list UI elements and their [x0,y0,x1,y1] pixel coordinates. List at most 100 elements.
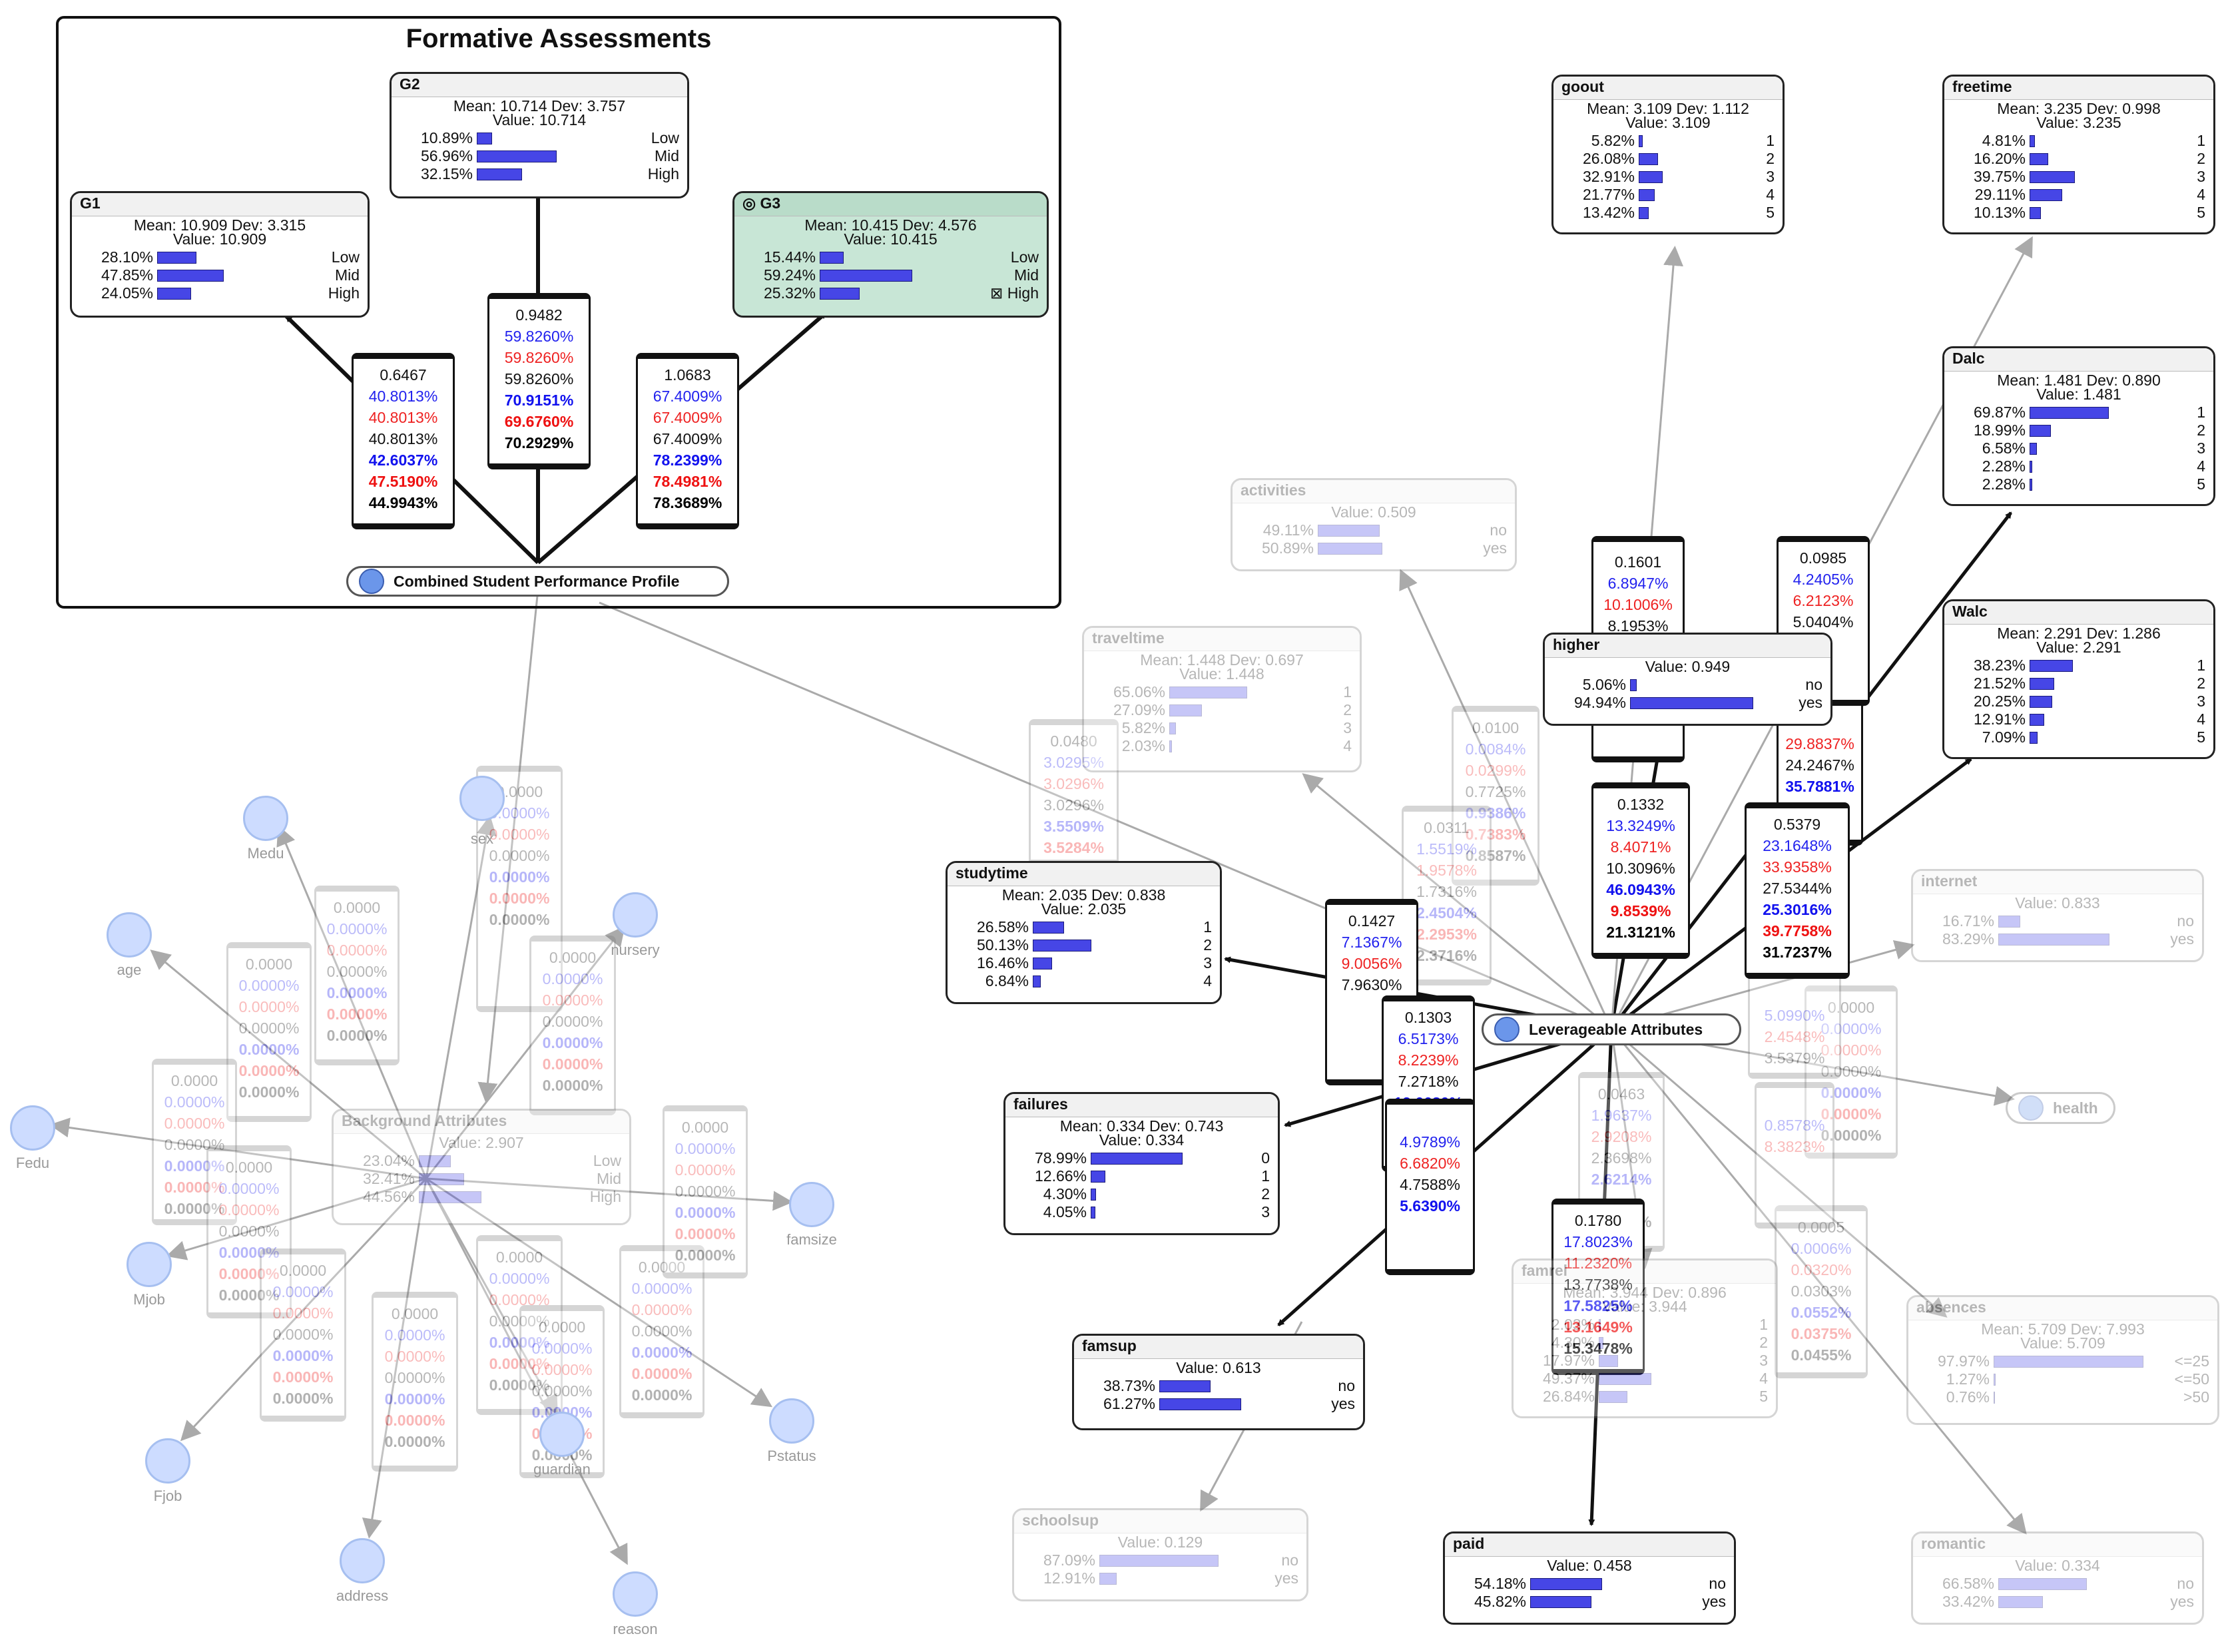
state-bar-track [1639,206,1711,220]
state-percent: 27.09% [1113,701,1165,718]
state-label: 5 [1759,1388,1768,1405]
state-label: no [1709,1575,1726,1592]
state-label: 1 [1261,1167,1270,1185]
metric-box-hl2: 0.8578%8.3823% [1755,1082,1834,1229]
state-bar [2030,731,2038,744]
metric-value: 0.8587% [1465,847,1526,864]
metric-value: 0.0000% [326,984,388,1001]
state-bar-track [1159,1397,1291,1412]
hub-node-icon [1494,1017,1520,1042]
metric-value: 59.8260% [504,328,574,345]
state-bar [1099,1554,1219,1567]
state-label: 4 [2197,186,2205,203]
state-bar [419,1191,481,1203]
state-row: 2.03%1 [1514,1316,1776,1334]
state-bar [820,287,860,300]
metric-value: 0.0000% [272,1347,334,1364]
metric-value: 0.0000% [164,1200,225,1217]
state-label: 3 [1766,168,1775,185]
metric-value: 0.0000% [272,1304,334,1322]
state-bar-track [1630,678,1759,692]
metric-value: 0.0000% [272,1390,334,1407]
bg-node-fedu[interactable] [10,1105,55,1151]
state-bar [1599,1336,1603,1349]
state-label: 4 [1203,972,1212,989]
node-title-text: G3 [760,194,781,212]
state-percent: 94.94% [1573,694,1626,711]
metric-value: 0.0000% [489,890,550,907]
state-percent: 47.85% [101,266,153,284]
state-bar [1033,921,1064,934]
bg-node-sex[interactable] [459,776,505,821]
state-row: 21.77%4 [1553,186,1783,204]
metric-value: 6.8947% [1607,575,1669,592]
state-percent: 44.56% [362,1188,415,1205]
metric-value: 29.8837% [1785,735,1854,752]
state-bar [1091,1170,1106,1183]
state-bar [477,150,557,162]
node-stat-mean: Mean: 10.415 Dev: 4.576 [804,216,977,234]
metric-value: 67.4009% [653,409,722,426]
hub-combined[interactable]: Combined Student Performance Profile [346,566,729,597]
bg-node-address[interactable] [340,1538,385,1583]
state-row: 0.76%>50 [1908,1388,2217,1406]
metric-value: 27.5344% [1763,880,1832,897]
state-bar-track [2030,170,2141,184]
state-bar [1159,1380,1211,1392]
state-bar-track [820,250,975,265]
bg-node-mjob[interactable] [127,1242,172,1287]
hub-label: health [2053,1099,2098,1117]
state-bar [820,269,913,282]
state-bar [1994,1391,1995,1404]
metric-value: 1.0683 [664,366,711,384]
bg-node-famsize[interactable] [789,1182,834,1227]
state-bar-track [157,268,296,283]
state-label: no [2177,912,2194,930]
bg-node-nursery[interactable] [613,892,658,938]
node-title-text: paid [1453,1535,1485,1552]
node-stat-mean: Mean: 3.944 Dev: 0.896 [1563,1284,1727,1301]
bg-node-age[interactable] [107,912,152,958]
bg-node-pstatus[interactable] [769,1398,814,1444]
state-bar-track [477,167,615,182]
node-title: Background Attributes [334,1111,629,1134]
metric-value: 0.0000% [675,1246,736,1264]
state-percent: 56.96% [420,147,473,164]
bg-node-fjob[interactable] [145,1438,190,1484]
bg-node-reason[interactable] [613,1571,658,1617]
state-bar [2030,152,2048,165]
bg-node-guardian[interactable] [539,1412,585,1457]
state-label: 4 [2197,457,2205,475]
state-row: 12.66%1 [1005,1167,1278,1185]
metric-value: 0.0000% [542,1055,603,1073]
bg-node-medu[interactable] [243,796,288,841]
hub-health[interactable]: health [2006,1092,2115,1124]
metric-value: 3.0296% [1043,796,1104,814]
hub-leverageable[interactable]: Leverageable Attributes [1482,1013,1741,1045]
state-label: Low [651,129,679,146]
bg-node-label-mjob: Mjob [133,1291,165,1308]
metric-value: 7.1367% [1341,934,1402,951]
state-bar-track [1994,1372,2145,1387]
